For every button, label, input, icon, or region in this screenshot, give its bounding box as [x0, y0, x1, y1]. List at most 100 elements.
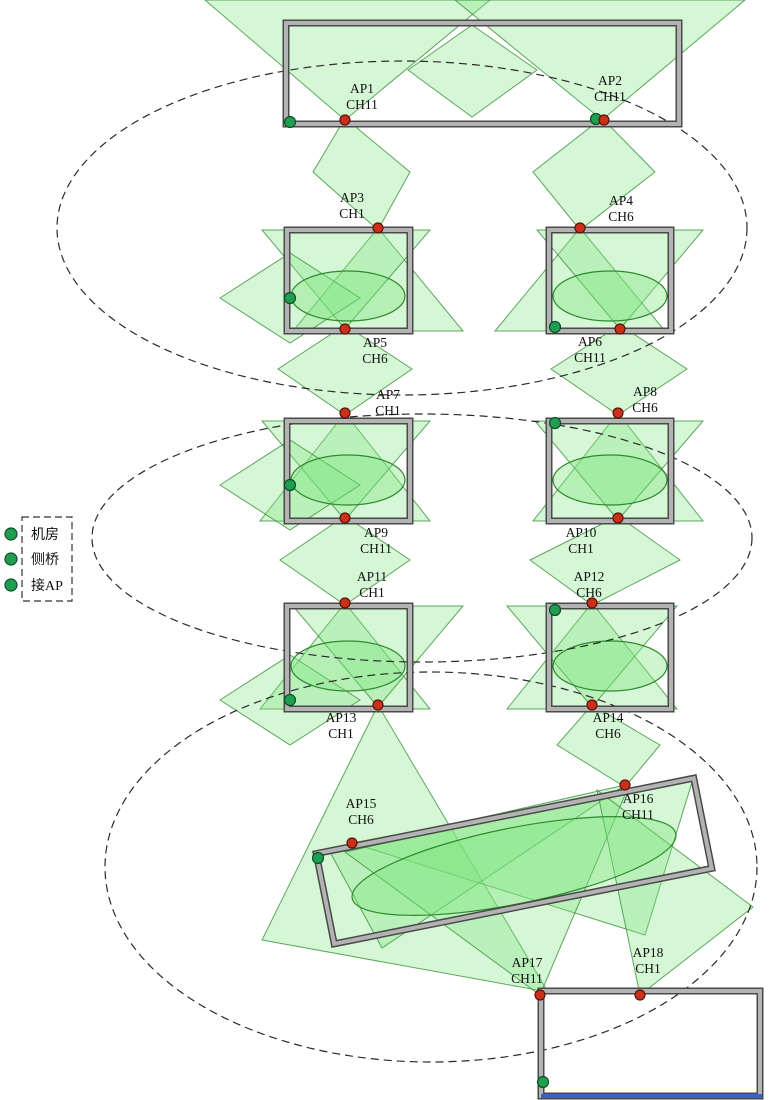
- bridge-ap-dot: [283, 478, 297, 492]
- top-center-overlap-diamond: [407, 24, 538, 118]
- building: [545, 226, 675, 335]
- legend-item-label: 机房: [31, 527, 59, 543]
- ap-name-label: AP17: [512, 955, 543, 970]
- ap13-down-fan: [261, 703, 549, 993]
- ap-dot-ap15: [346, 837, 358, 849]
- ap-dot-ap14: [586, 699, 598, 711]
- ap1-up-fan: [204, 0, 491, 121]
- ap-channel-label: CH11: [574, 350, 606, 365]
- ap-channel-label: CH1: [568, 541, 594, 556]
- ap-dot-ap4: [574, 222, 586, 234]
- coverage-lens: [290, 640, 406, 692]
- building-wall-inner: [284, 21, 681, 126]
- legend-box: [21, 516, 73, 602]
- bridge-ap-dot: [283, 291, 297, 305]
- building-wall-inner: [547, 228, 673, 333]
- legend-bridge-ap-dot: [4, 552, 18, 566]
- ap-dot-ap5: [339, 323, 351, 335]
- ap-channel-label: CH6: [348, 812, 374, 827]
- ap-name-label: AP13: [326, 710, 357, 725]
- bridge-ap-dot: [311, 851, 325, 865]
- building-wall-inner: [539, 989, 762, 1098]
- building: [545, 602, 675, 713]
- ap10-ap12-link-diamond: [529, 515, 681, 606]
- ap-name-label: AP11: [357, 569, 387, 584]
- legend-item-label: 侧桥: [31, 552, 59, 568]
- ap-dot-ap3: [372, 222, 384, 234]
- coverage-boundary-ellipse: [56, 60, 748, 396]
- coverage-lens: [552, 454, 668, 506]
- ap-name-label: AP14: [593, 710, 624, 725]
- ap-channel-label: CH11: [360, 541, 392, 556]
- ap-dot-ap9: [339, 512, 351, 524]
- ap-dot-ap11: [339, 597, 351, 609]
- coverage-lens: [290, 454, 406, 506]
- ap-channel-label: CH6: [595, 726, 621, 741]
- ap-channel-label: CH1: [375, 403, 401, 418]
- ap-name-label: AP4: [609, 193, 633, 208]
- ap-name-label: AP8: [633, 384, 657, 399]
- ap-name-label: AP5: [363, 335, 387, 350]
- building-wall-inner: [547, 419, 673, 523]
- ap-dot-ap18: [634, 989, 646, 1001]
- bridge-ap-dot: [283, 693, 297, 707]
- coverage-boundary-layer: [56, 60, 758, 1063]
- ap-channel-label: CH6: [362, 351, 388, 366]
- legend-item-label: 接AP: [31, 577, 63, 594]
- building: [545, 417, 675, 525]
- ap-channel-label: CH1: [328, 726, 354, 741]
- legend-bridge-ap-dot: [4, 578, 18, 592]
- ap2-up-fan: [454, 0, 746, 121]
- building-wall-outer: [537, 987, 764, 1100]
- ap-channel-label: CH1: [635, 961, 661, 976]
- ap6-ap8-link-diamond: [550, 324, 688, 416]
- ap-channel-label: CH6: [632, 400, 658, 415]
- ap-channel-label: CH11: [622, 807, 654, 822]
- bridge-ap-dot: [548, 416, 562, 430]
- coverage-boundary-ellipse: [91, 413, 753, 663]
- ap-channel-label: CH1: [359, 585, 385, 600]
- ap-name-label: AP15: [346, 796, 377, 811]
- ap-name-label: AP16: [623, 791, 654, 806]
- coverage-lens: [552, 640, 668, 692]
- ap-dot-ap13: [372, 699, 384, 711]
- ap-channel-label: CH11: [511, 971, 543, 986]
- building-wall-inner: [547, 604, 673, 711]
- ap-name-label: AP9: [364, 525, 388, 540]
- ap-dot-ap6: [614, 323, 626, 335]
- ap-name-label: AP3: [340, 190, 364, 205]
- ap-dot-ap10: [612, 512, 624, 524]
- ap-dot-ap16: [619, 779, 631, 791]
- building-rotated: [312, 774, 716, 948]
- coverage-lens: [290, 270, 406, 322]
- ap-name-label: AP18: [633, 945, 664, 960]
- ap-dot-ap2: [598, 114, 610, 126]
- legend-bridge-ap-dot: [4, 527, 18, 541]
- ap-channel-label: CH6: [576, 585, 602, 600]
- ap-channel-label: CH11: [594, 89, 626, 104]
- ap-name-label: AP7: [376, 387, 400, 402]
- labels-layer: AP1CH11AP2CH11AP3CH1AP4CH6AP5CH6AP6CH11A…: [326, 73, 664, 986]
- ap-name-label: AP12: [574, 569, 605, 584]
- ap-dot-ap8: [612, 407, 624, 419]
- ap-channel-label: CH11: [346, 97, 378, 112]
- ap2-ap4-link-diamond: [532, 117, 656, 231]
- coverage-boundary-ellipse: [104, 671, 758, 1063]
- bridge-ap-dot: [536, 1075, 550, 1089]
- bridge-ap-dot: [548, 603, 562, 617]
- ap-dots-layer: [283, 112, 646, 1089]
- building-wall-inner: [313, 775, 715, 947]
- ap-name-label: AP2: [598, 73, 622, 88]
- bridge-ap-dot: [548, 320, 562, 334]
- ap-dot-ap12: [586, 597, 598, 609]
- ap-dot-ap17: [534, 989, 546, 1001]
- coverage-lens: [552, 270, 668, 322]
- ap-dot-ap1: [339, 114, 351, 126]
- ap-channel-label: CH6: [608, 209, 634, 224]
- ap-name-label: AP1: [350, 81, 374, 96]
- building: [282, 19, 683, 128]
- ap-dot-ap7: [339, 407, 351, 419]
